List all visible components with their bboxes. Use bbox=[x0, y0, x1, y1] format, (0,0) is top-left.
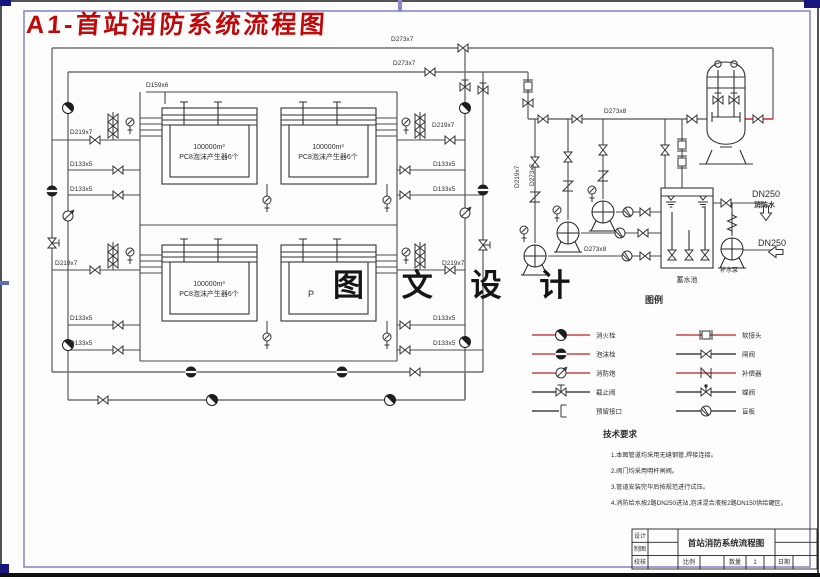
pipe-size-label: D133x5 bbox=[70, 161, 93, 168]
legend-row: 盲板 bbox=[676, 405, 756, 417]
pipe-size-label: D219x7 bbox=[55, 260, 78, 267]
legend-row: 补偿器 bbox=[676, 367, 762, 379]
legend-row: 泡沫栓 bbox=[532, 348, 616, 360]
legend-label: 泡沫栓 bbox=[596, 350, 616, 359]
pipe-size-label: D133x5 bbox=[433, 161, 456, 168]
tank-2: 100000m³ PC8泡沫产生器6个 bbox=[280, 101, 377, 185]
dn250-in-label: DN250 bbox=[758, 238, 786, 248]
legend-title: 图例 bbox=[645, 294, 663, 305]
sheet-bottom-bar bbox=[0, 573, 820, 577]
pipe-size-label: D273x7 bbox=[529, 163, 536, 186]
legend-row: 消火栓 bbox=[532, 328, 616, 341]
tb-date-label: 日期 bbox=[778, 558, 790, 566]
tb-role-draft: 制图 bbox=[634, 545, 646, 553]
pipe-size-label: D133x5 bbox=[433, 186, 456, 193]
tech-line: 1.本图管道均采用无缝钢管,焊接连接。 bbox=[611, 451, 717, 459]
pressure-vessel bbox=[699, 60, 753, 165]
tech-requirements: 技术要求 1.本图管道均采用无缝钢管,焊接连接。 2.阀门均采用明杆闸阀。 3.管道… bbox=[603, 429, 787, 507]
pipe-size-label: D133x5 bbox=[433, 340, 456, 347]
fold-mark-bottom-left bbox=[0, 564, 9, 576]
tank-1: 100000m³ PC8泡沫产生器6个 bbox=[161, 101, 258, 185]
fold-mark-top-right bbox=[804, 0, 820, 8]
pipe-size-label: D219x7 bbox=[442, 260, 465, 267]
legend-label: 盲板 bbox=[742, 407, 756, 416]
legend-label: 补偿器 bbox=[742, 369, 762, 378]
tech-line: 4.消防给水按2路DN250进站,泡沫混合液按2路DN150供给罐区。 bbox=[611, 499, 787, 507]
pipe-size-label: D133x5 bbox=[433, 315, 456, 322]
legend-label: 消防炮 bbox=[596, 369, 616, 378]
tech-line: 3.管道安装完毕后按规范进行试压。 bbox=[611, 483, 709, 491]
pipe-size-label: D219x7 bbox=[432, 122, 455, 129]
legend-row: 软接头 bbox=[676, 329, 762, 341]
hyd-icon bbox=[555, 328, 568, 341]
storage-tanks: 100000m³ PC8泡沫产生器6个 100000m³ PC8泡沫产生器6个 … bbox=[161, 101, 377, 322]
out-medium-label: 消防水 bbox=[754, 200, 776, 209]
pipe-size-label: D159x6 bbox=[146, 82, 169, 89]
pipe-size-label: D219x7 bbox=[70, 129, 93, 136]
pipe-size-label: D273x8 bbox=[584, 246, 607, 253]
tank-volume: 100000m³ bbox=[312, 144, 344, 151]
tb-role-design: 设计 bbox=[634, 532, 646, 540]
legend-row: 预留接口 bbox=[532, 404, 622, 418]
fold-mark-top-mid bbox=[398, 0, 402, 12]
pipe-size-label: D133x5 bbox=[70, 340, 93, 347]
tank-volume: 100000m³ bbox=[193, 281, 225, 288]
dn250-out-label: DN250 bbox=[752, 189, 780, 199]
tb-scale-label: 比例 bbox=[683, 558, 695, 566]
legend-label: 预留接口 bbox=[596, 407, 622, 416]
watermark-text: 图 文 设 计 bbox=[333, 268, 585, 303]
legend-label: 消火栓 bbox=[596, 331, 616, 340]
tank-volume: 100000m³ bbox=[193, 144, 225, 151]
tech-title: 技术要求 bbox=[603, 429, 638, 439]
fold-mark-top-left bbox=[0, 0, 11, 6]
pipe-size-label: D273x7 bbox=[391, 36, 414, 43]
tank-4: P bbox=[280, 238, 377, 322]
tank-desc: PC8泡沫产生器6个 bbox=[179, 152, 239, 161]
drawing-title: A1-首站消防系统流程图 bbox=[25, 10, 328, 39]
tb-drawing-title: 首站消防系统流程图 bbox=[688, 538, 765, 548]
title-block: 设计 制图 校核 首站消防系统流程图 比例 数量 1 日期 bbox=[631, 528, 818, 570]
pool-label: 蓄水池 bbox=[677, 275, 698, 284]
legend-label: 软接头 bbox=[742, 331, 762, 340]
legend-label: 截止阀 bbox=[596, 388, 616, 397]
tank4-partial-mark: P bbox=[308, 289, 314, 299]
pipe-size-label: D273x7 bbox=[393, 60, 416, 67]
foam-icon bbox=[554, 348, 568, 360]
legend-label: 蝶阀 bbox=[742, 388, 755, 397]
pipe-size-label: D133x5 bbox=[70, 186, 93, 193]
tech-line: 2.阀门均采用明杆闸阀。 bbox=[611, 467, 678, 475]
flow-labels: DN250 消防水 DN250 补水泵 bbox=[720, 189, 786, 274]
flex-icon bbox=[699, 329, 713, 341]
pipe-labels: D159x6D273x7D273x7D273x8D219x7D133x5D133… bbox=[55, 36, 627, 347]
pipe-size-label: D219x7 bbox=[514, 165, 521, 188]
pipe-size-label: D133x5 bbox=[70, 315, 93, 322]
legend-row: 闸阀 bbox=[676, 349, 755, 359]
tb-qty-label: 数量 bbox=[729, 558, 741, 566]
tank-3: 100000m³ PC8泡沫产生器6个 bbox=[161, 238, 258, 322]
tank-desc: PC8泡沫产生器6个 bbox=[179, 289, 239, 298]
fold-mark-left-mid bbox=[0, 281, 9, 285]
makeup-pump-label: 补水泵 bbox=[720, 266, 738, 274]
legend-label: 闸阀 bbox=[742, 350, 755, 359]
tb-qty-value: 1 bbox=[753, 560, 757, 566]
legend-row: 截止阀 bbox=[532, 384, 616, 397]
tank-desc: PC8泡沫产生器6个 bbox=[298, 152, 358, 161]
legend-row: 蝶阀 bbox=[676, 383, 755, 397]
blind-icon bbox=[700, 405, 712, 417]
tb-role-check: 校核 bbox=[634, 558, 646, 566]
water-pool: 蓄水池 bbox=[660, 187, 714, 284]
pipe-size-label: D273x8 bbox=[604, 108, 627, 115]
legend-row: 消防炮 bbox=[532, 366, 616, 379]
